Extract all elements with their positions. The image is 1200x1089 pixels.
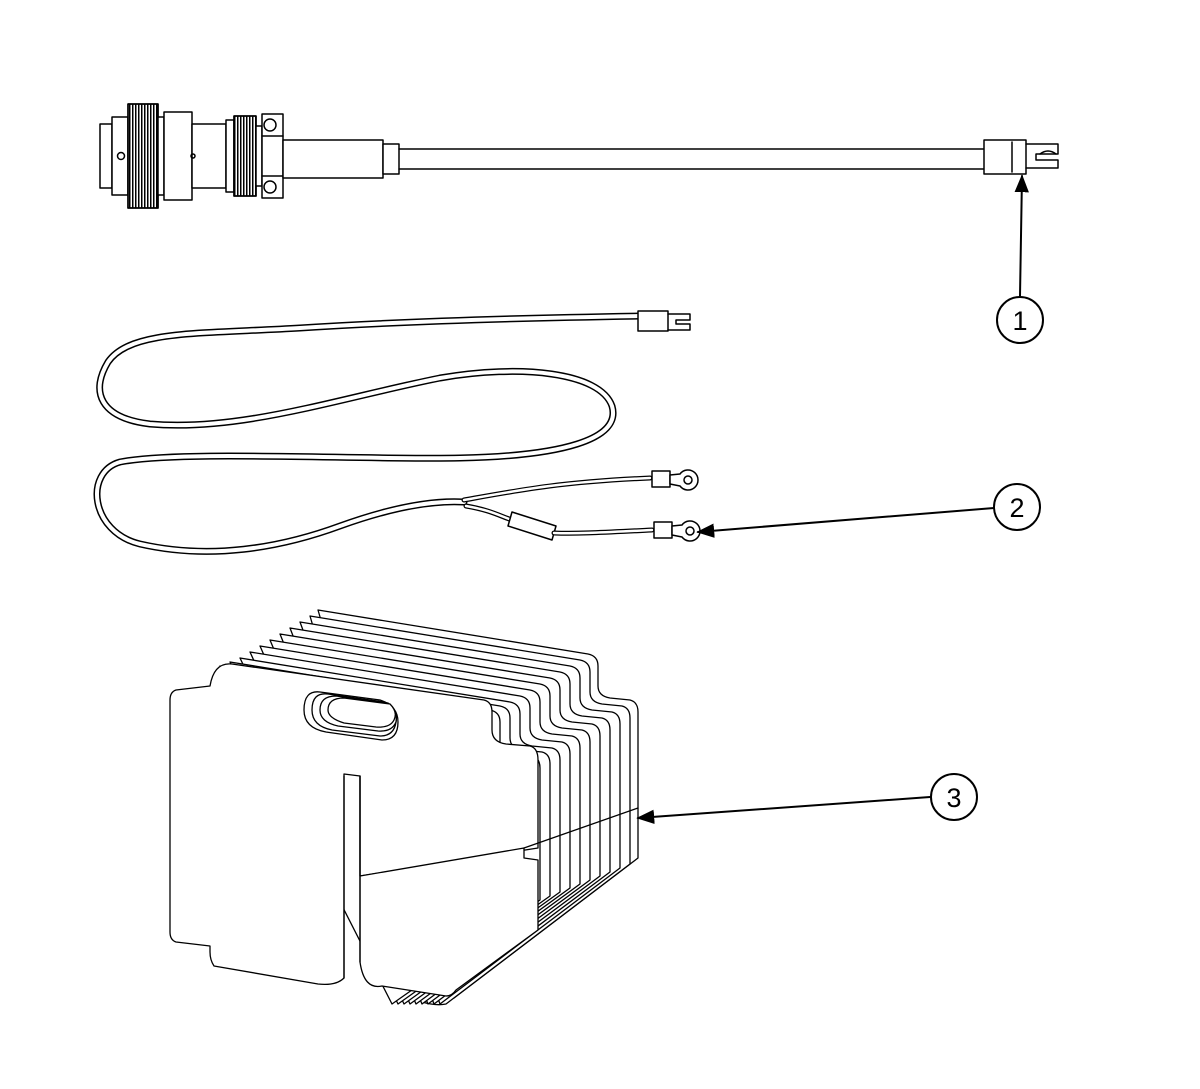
callout-3-label: 3 [946,783,961,813]
callout-2: 2 [696,483,1041,538]
callout-3: 3 [636,773,978,825]
ground-lead-assembly [93,310,701,555]
laminated-shim-pack [169,609,639,1006]
callout-1-label: 1 [1012,306,1027,336]
callout-1: 1 [996,174,1044,344]
cable-assembly [99,103,1059,209]
callout-2-label: 2 [1009,493,1024,523]
